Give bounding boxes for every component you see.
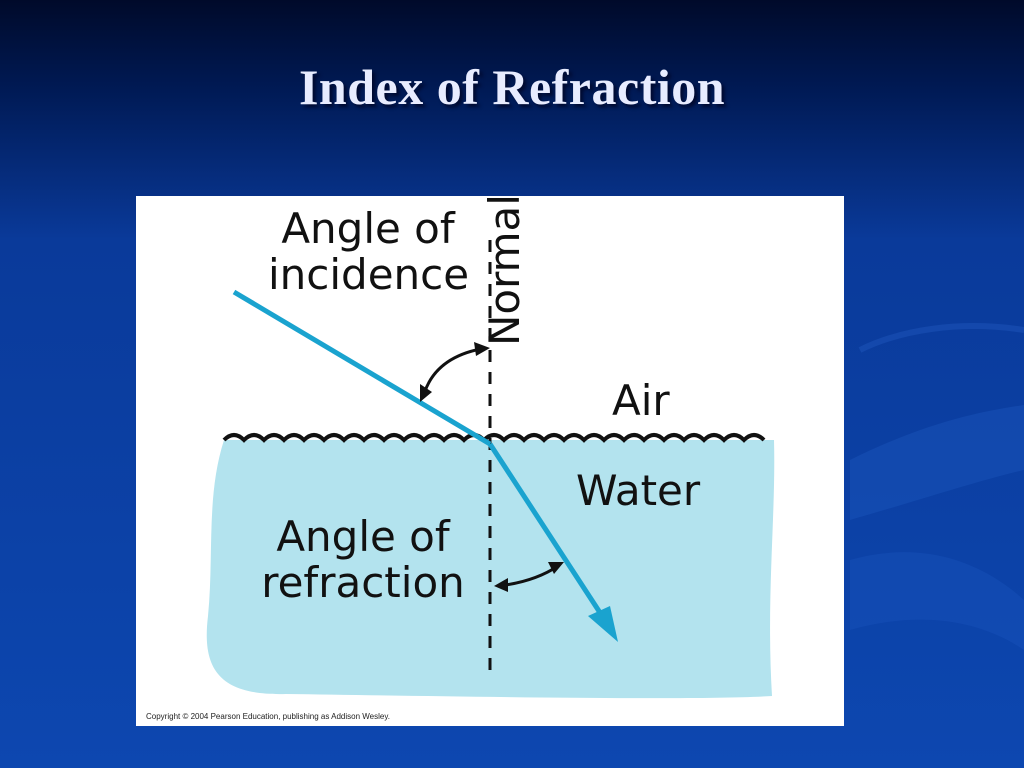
incidence-arc-arrow-bottom: [420, 384, 432, 402]
refraction-arc-arrow-left: [494, 578, 508, 592]
incidence-arc-arrow-top: [474, 342, 490, 356]
water-label: Water: [576, 466, 701, 515]
refraction-diagram: Angle of incidence Normal Air Water Angl…: [136, 194, 844, 726]
water-region: [206, 440, 775, 699]
normal-label: Normal: [480, 194, 529, 346]
incident-ray: [232, 289, 492, 447]
refracted-ray-arrowhead: [588, 606, 618, 642]
water-surface: [222, 433, 766, 443]
angle-of-refraction-line1: Angle of: [276, 512, 450, 561]
refracted-ray: [487, 442, 613, 630]
angle-of-incidence-line2: incidence: [268, 250, 470, 299]
angle-of-incidence-label: Angle of incidence: [268, 204, 470, 299]
refraction-arc-arrow-right: [548, 562, 564, 574]
angle-of-refraction-line2: refraction: [261, 558, 465, 607]
diagram-drawing: [206, 240, 775, 699]
air-label: Air: [612, 376, 670, 425]
angle-of-incidence-line1: Angle of: [281, 204, 455, 253]
slide-title: Index of Refraction: [298, 59, 726, 115]
copyright-notice: Copyright © 2004 Pearson Education, publ…: [146, 712, 390, 721]
angle-of-refraction-label: Angle of refraction: [248, 514, 478, 606]
